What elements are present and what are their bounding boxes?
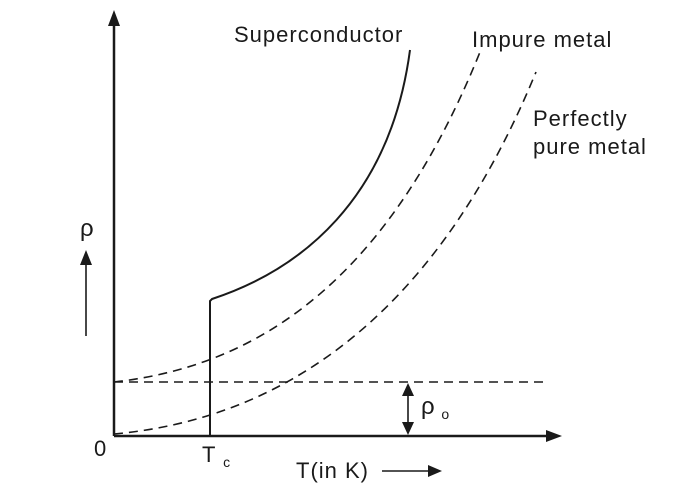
pure-metal-label-line1: Perfectly [533,106,628,131]
y-axis-arrowhead [108,10,120,26]
residual-subscript: o [441,406,449,422]
tc-label: T c [202,442,231,470]
residual-arrow-down [402,422,414,435]
x-axis-label: T(in K) [296,458,369,483]
superconductor-label: Superconductor [234,22,403,47]
tc-main: T [202,442,216,467]
tc-subscript: c [223,454,231,470]
pure-metal-curve [113,71,537,435]
rho-side-arrowhead [80,250,92,265]
residual-arrow-up [402,383,414,396]
temperature-arrowhead [428,465,442,477]
impure-metal-label: Impure metal [472,27,612,52]
pure-metal-label-line2: pure metal [533,134,647,159]
superconductor-curve [209,49,411,436]
residual-resistivity-label: ρ o [421,393,449,422]
residual-symbol: ρ [421,393,435,420]
origin-label: 0 [94,436,107,461]
y-axis-symbol: ρ [80,215,94,242]
impure-metal-curve [113,51,481,383]
x-axis-arrowhead [546,430,562,442]
